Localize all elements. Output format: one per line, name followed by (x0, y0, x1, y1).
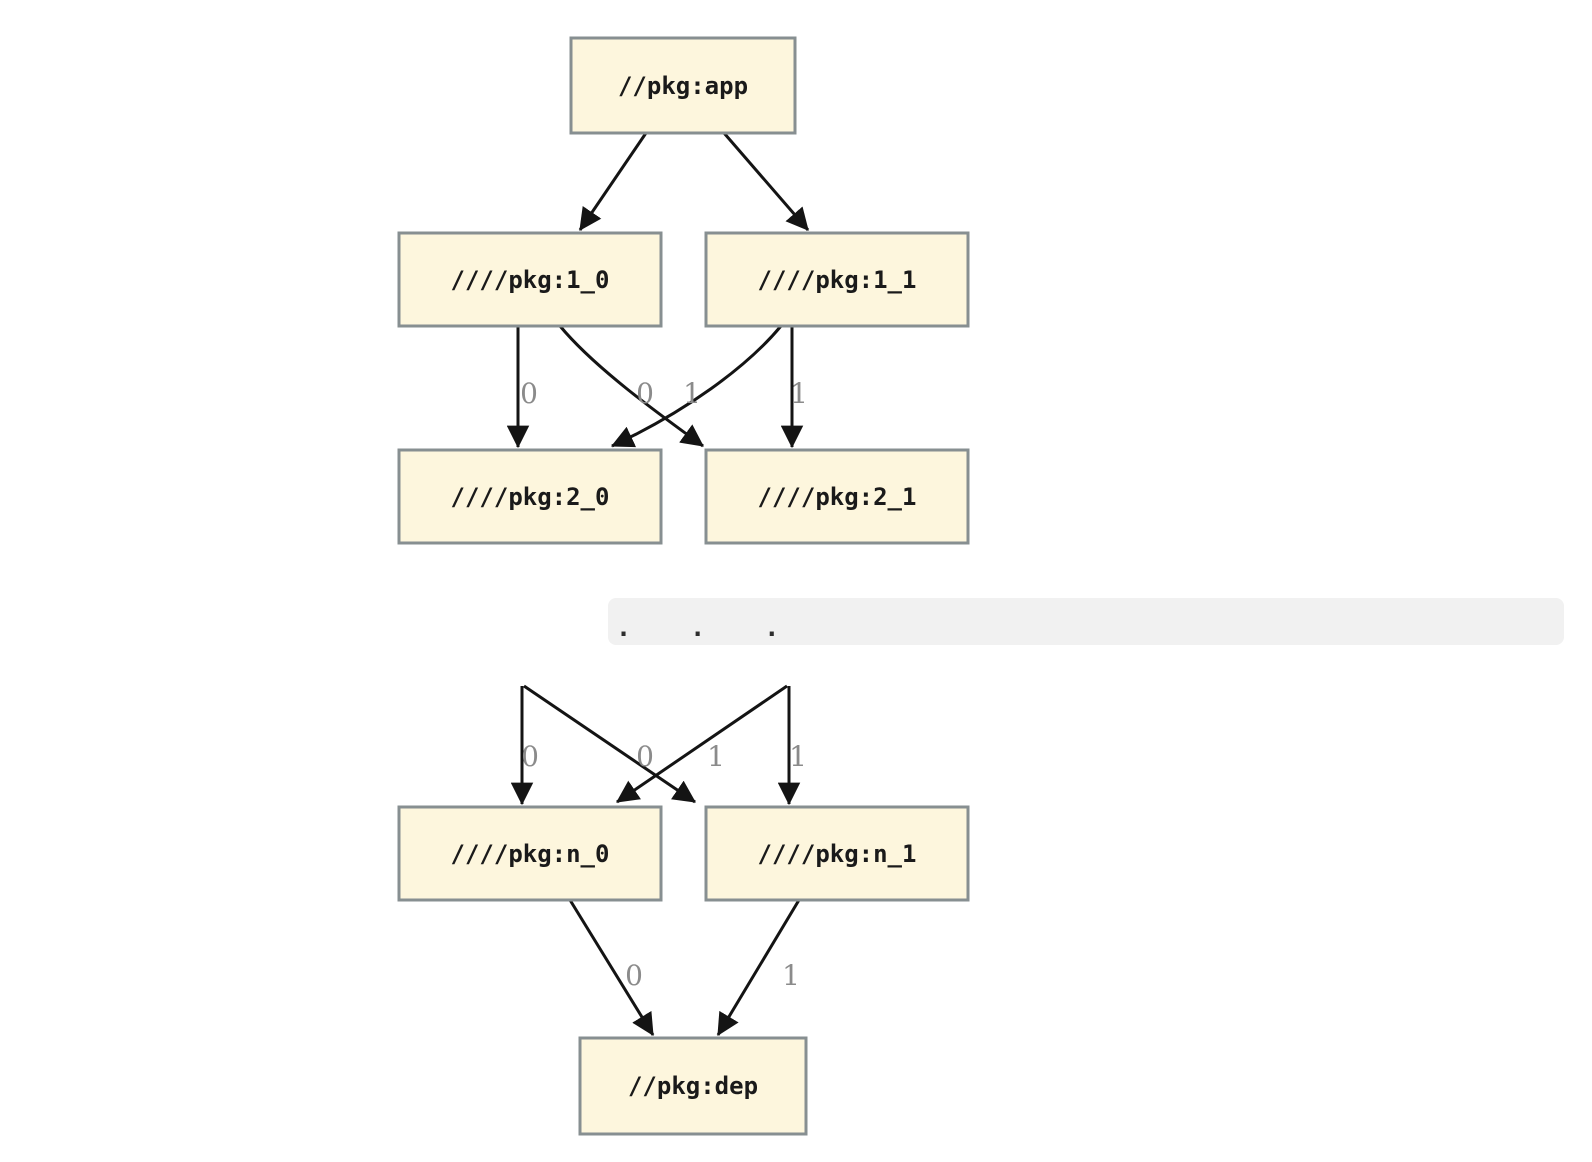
node-pkg-1_0: ////pkg:1_0 (397, 231, 663, 328)
edge-label: 0 (636, 377, 654, 410)
node-pkg-2_0: ////pkg:2_0 (397, 448, 663, 545)
edge-1_1-to-2_0 (610, 325, 783, 448)
edge-label: 0 (520, 377, 538, 410)
edge-n_1-to-dep (716, 899, 801, 1036)
edge-label: 1 (683, 377, 701, 410)
node-pkg-dep: //pkg:dep (578, 1036, 808, 1136)
edge-label: 1 (782, 959, 800, 992)
node-box (569, 36, 797, 135)
edge-label: 1 (707, 740, 725, 773)
edge-elided-to-n_0-cross (616, 684, 788, 804)
node-box (397, 231, 663, 328)
node-pkg-app: //pkg:app (569, 36, 797, 135)
edge-label: 1 (789, 740, 807, 773)
node-label: ////pkg:n_1 (758, 840, 917, 868)
edge-label: 0 (521, 740, 539, 773)
edge-n_0-to-dep (568, 899, 655, 1036)
node-label: ////pkg:n_0 (451, 840, 610, 868)
ellipsis-dots: . . . (616, 613, 801, 642)
node-label: ////pkg:2_1 (758, 483, 917, 511)
edge-app-to-1_0 (578, 132, 648, 231)
node-pkg-n_1: ////pkg:n_1 (704, 805, 970, 902)
edge-1_0-to-2_1 (558, 325, 704, 448)
node-label: ////pkg:1_0 (451, 266, 610, 294)
node-label: ////pkg:1_1 (758, 266, 917, 294)
edge-app-to-1_1 (722, 132, 810, 231)
node-box (704, 231, 970, 328)
edge-label: 1 (790, 377, 808, 410)
node-box (578, 1036, 808, 1136)
edge-elided-to-n_1-cross (523, 684, 696, 804)
node-label: //pkg:app (618, 72, 748, 100)
edge-label: 0 (636, 740, 654, 773)
node-pkg-2_1: ////pkg:2_1 (704, 448, 970, 545)
node-pkg-n_0: ////pkg:n_0 (397, 805, 663, 902)
node-label: ////pkg:2_0 (451, 483, 610, 511)
node-box (704, 448, 970, 545)
node-pkg-1_1: ////pkg:1_1 (704, 231, 970, 328)
edge-label: 0 (625, 959, 643, 992)
node-box (704, 805, 970, 902)
node-box (397, 805, 663, 902)
node-box (397, 448, 663, 545)
ellipsis-bar (608, 598, 1564, 645)
node-label: //pkg:dep (628, 1072, 758, 1100)
